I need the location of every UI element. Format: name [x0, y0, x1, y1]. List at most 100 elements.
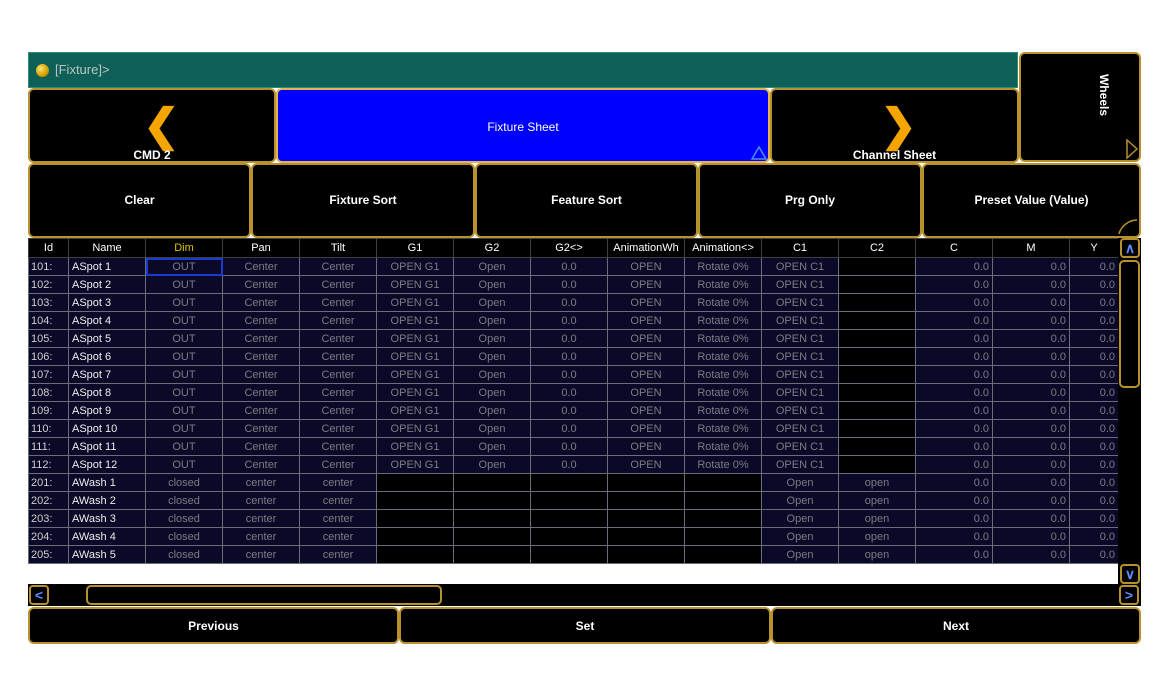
column-header[interactable]: C2 — [838, 238, 916, 258]
table-cell[interactable]: Open — [761, 527, 839, 546]
table-cell[interactable]: 105: — [28, 329, 69, 348]
table-cell[interactable] — [838, 257, 916, 276]
table-cell[interactable]: Open — [453, 419, 531, 438]
table-cell[interactable]: center — [299, 473, 377, 492]
column-header[interactable]: Pan — [222, 238, 300, 258]
table-cell[interactable]: Open — [453, 437, 531, 456]
table-cell[interactable] — [838, 401, 916, 420]
table-cell[interactable]: Rotate 0% — [684, 311, 762, 330]
table-cell[interactable]: 101: — [28, 257, 69, 276]
table-cell[interactable]: OPEN G1 — [376, 311, 454, 330]
table-cell[interactable]: 0.0 — [915, 455, 993, 474]
table-cell[interactable]: Center — [299, 401, 377, 420]
table-cell[interactable]: OUT — [145, 401, 223, 420]
table-cell[interactable]: 0.0 — [1069, 275, 1119, 294]
table-cell[interactable]: Rotate 0% — [684, 455, 762, 474]
table-cell[interactable]: closed — [145, 527, 223, 546]
table-cell[interactable]: 104: — [28, 311, 69, 330]
table-cell[interactable]: center — [222, 473, 300, 492]
table-cell[interactable]: 0.0 — [992, 257, 1070, 276]
table-cell[interactable]: OPEN G1 — [376, 437, 454, 456]
feature-sort-button[interactable]: Feature Sort — [475, 163, 698, 238]
table-cell[interactable]: Center — [222, 347, 300, 366]
table-cell[interactable]: 0.0 — [915, 257, 993, 276]
table-cell[interactable]: 0.0 — [992, 455, 1070, 474]
preset-value-button[interactable]: Preset Value (Value) — [922, 163, 1141, 238]
column-header[interactable]: Y — [1069, 238, 1119, 258]
column-header[interactable]: M — [992, 238, 1070, 258]
table-cell[interactable]: OUT — [145, 419, 223, 438]
table-cell[interactable]: 0.0 — [530, 311, 608, 330]
table-cell[interactable]: Open — [453, 401, 531, 420]
table-cell[interactable] — [453, 473, 531, 492]
table-cell[interactable]: OPEN G1 — [376, 329, 454, 348]
table-cell[interactable]: open — [838, 527, 916, 546]
table-cell[interactable]: center — [222, 509, 300, 528]
table-cell[interactable]: 0.0 — [992, 401, 1070, 420]
scroll-up-button[interactable]: ∧ — [1120, 238, 1140, 258]
table-cell[interactable]: Center — [222, 275, 300, 294]
table-cell[interactable]: Center — [222, 419, 300, 438]
table-cell[interactable]: Rotate 0% — [684, 365, 762, 384]
table-cell[interactable]: OPEN — [607, 455, 685, 474]
table-cell[interactable]: OPEN — [607, 347, 685, 366]
column-header[interactable]: G1 — [376, 238, 454, 258]
table-cell[interactable]: 0.0 — [530, 455, 608, 474]
table-cell[interactable] — [838, 311, 916, 330]
table-cell[interactable]: closed — [145, 473, 223, 492]
table-cell[interactable]: Open — [453, 455, 531, 474]
table-cell[interactable]: Open — [453, 365, 531, 384]
table-cell[interactable] — [376, 473, 454, 492]
column-header[interactable]: Tilt — [299, 238, 377, 258]
table-cell[interactable] — [838, 437, 916, 456]
table-cell[interactable]: 0.0 — [992, 545, 1070, 564]
column-header[interactable]: Name — [68, 238, 146, 258]
table-cell[interactable]: OUT — [145, 365, 223, 384]
table-cell[interactable]: Center — [222, 455, 300, 474]
table-cell[interactable]: Open — [453, 275, 531, 294]
table-cell[interactable]: 0.0 — [915, 437, 993, 456]
table-cell[interactable]: OPEN — [607, 311, 685, 330]
command-title-bar[interactable]: [Fixture]> — [28, 52, 1018, 88]
table-cell[interactable]: 0.0 — [915, 347, 993, 366]
table-cell[interactable]: 0.0 — [1069, 473, 1119, 492]
table-cell[interactable]: 0.0 — [1069, 437, 1119, 456]
table-cell[interactable]: OPEN C1 — [761, 401, 839, 420]
clear-button[interactable]: Clear — [28, 163, 251, 238]
table-cell[interactable]: OPEN G1 — [376, 365, 454, 384]
table-cell[interactable]: OPEN — [607, 383, 685, 402]
table-cell[interactable]: 108: — [28, 383, 69, 402]
table-cell[interactable]: OUT — [145, 293, 223, 312]
table-cell[interactable]: 0.0 — [1069, 419, 1119, 438]
table-cell[interactable]: OPEN C1 — [761, 257, 839, 276]
table-cell[interactable]: 110: — [28, 419, 69, 438]
table-cell[interactable]: 0.0 — [530, 257, 608, 276]
table-cell[interactable] — [376, 509, 454, 528]
table-cell[interactable]: Open — [453, 329, 531, 348]
set-button[interactable]: Set — [399, 607, 771, 644]
table-cell[interactable]: 0.0 — [1069, 311, 1119, 330]
table-cell[interactable]: Open — [761, 509, 839, 528]
table-cell[interactable]: 0.0 — [915, 329, 993, 348]
table-cell[interactable]: center — [222, 491, 300, 510]
table-cell[interactable]: 0.0 — [992, 365, 1070, 384]
table-cell[interactable]: Center — [222, 383, 300, 402]
table-cell[interactable]: Center — [299, 365, 377, 384]
table-cell[interactable]: 0.0 — [992, 293, 1070, 312]
table-cell[interactable]: 0.0 — [1069, 293, 1119, 312]
table-cell[interactable] — [838, 329, 916, 348]
table-cell[interactable]: ASpot 6 — [68, 347, 146, 366]
table-cell[interactable]: 111: — [28, 437, 69, 456]
column-header[interactable]: G2 — [453, 238, 531, 258]
table-cell[interactable]: 0.0 — [915, 527, 993, 546]
table-cell[interactable]: 0.0 — [992, 491, 1070, 510]
table-cell[interactable]: 106: — [28, 347, 69, 366]
table-cell[interactable] — [453, 545, 531, 564]
table-cell[interactable] — [607, 509, 685, 528]
table-cell[interactable]: Center — [299, 257, 377, 276]
